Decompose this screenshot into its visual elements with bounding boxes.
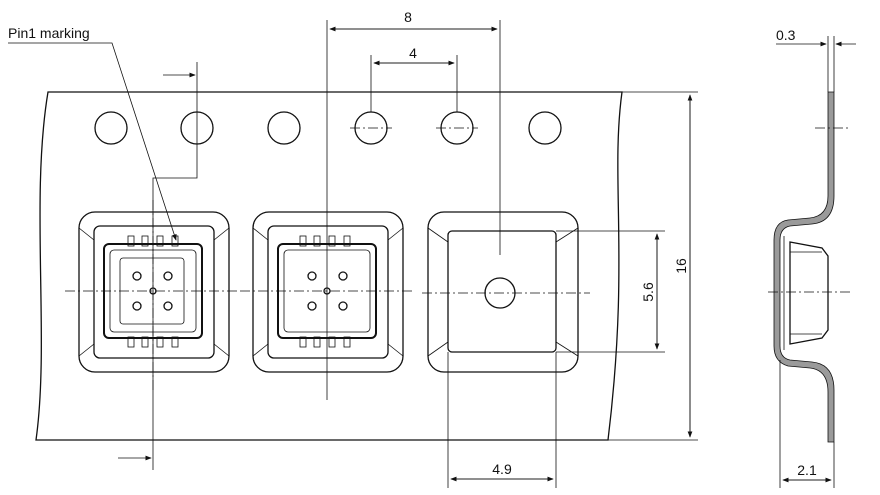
dim-hole-pitch-label: 4 (409, 45, 417, 61)
tape-section (773, 91, 835, 443)
side-section-view (768, 91, 852, 443)
dimension-pocket-width: 4.9 (447, 352, 557, 488)
dimension-pocket: 5.6 (556, 230, 665, 353)
pin1-marking-label: Pin1 marking (8, 25, 90, 41)
dim-pitch-label: 8 (404, 9, 412, 25)
pocket-3 (422, 211, 590, 373)
dim-pocket-width-label: 4.9 (492, 461, 512, 477)
dim-thickness-label: 0.3 (776, 27, 796, 43)
pocket-2 (240, 211, 412, 373)
carrier-tape-outline (35, 91, 623, 441)
pin1-reference (118, 62, 198, 470)
dim-depth-label: 2.1 (797, 462, 817, 478)
component-leads-top (299, 235, 351, 247)
dim-pocket-label: 5.6 (640, 282, 656, 302)
sprocket-hole (94, 111, 128, 145)
sprocket-hole (267, 111, 301, 145)
dim-height-label: 16 (673, 258, 689, 274)
dimension-depth: 2.1 (779, 360, 835, 488)
dimension-height: 16 (608, 91, 698, 441)
dimension-hole-pitch: 4 (370, 45, 458, 112)
pin1-marking-callout: Pin1 marking (8, 25, 177, 241)
dimension-pitch: 8 (326, 9, 501, 400)
dimension-thickness: 0.3 (776, 27, 856, 92)
pocket-1 (65, 200, 240, 390)
component-profile (789, 241, 829, 345)
sprocket-holes (94, 111, 562, 145)
sprocket-hole (528, 111, 562, 145)
